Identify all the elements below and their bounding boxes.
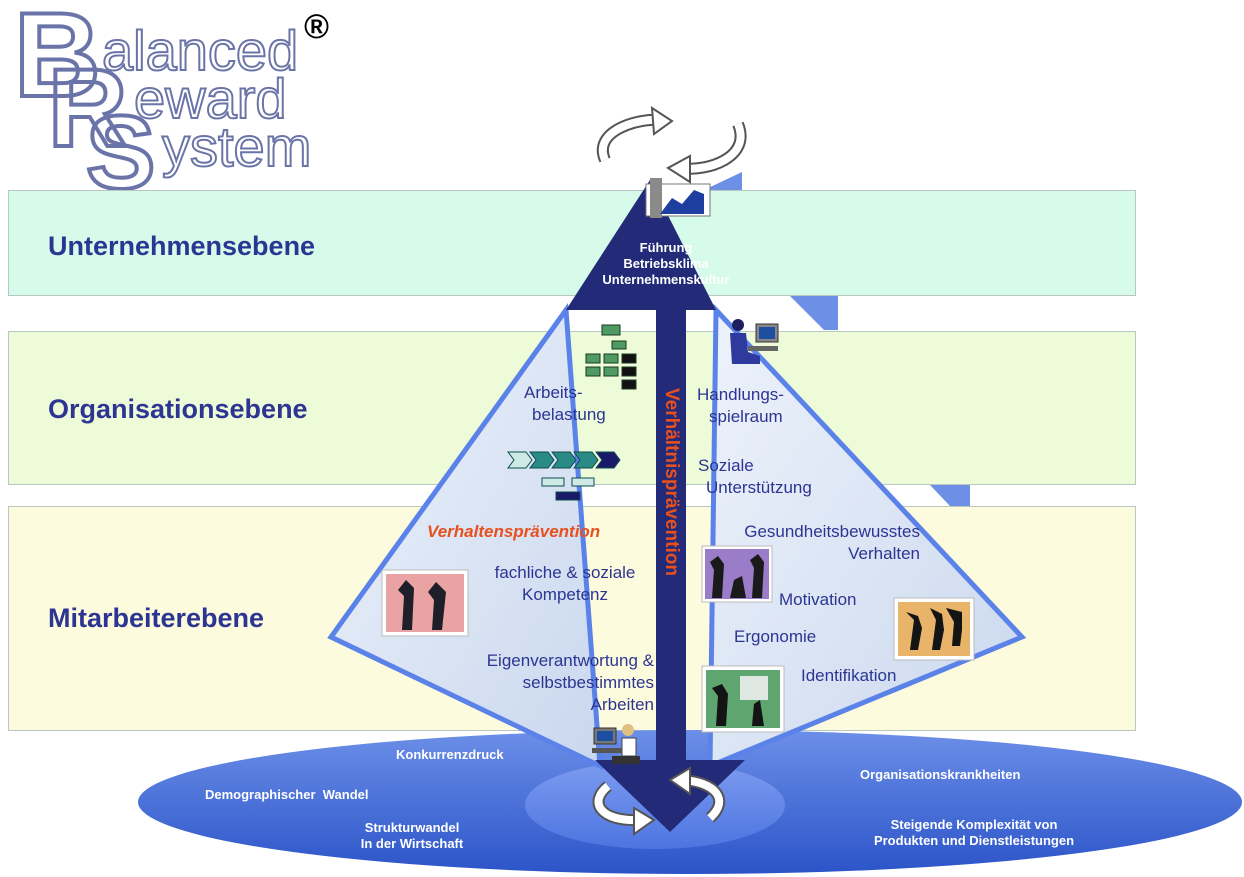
latitude-line-2: spielraum bbox=[709, 407, 783, 426]
pyramid-left-face bbox=[327, 302, 603, 771]
registered-mark: ® bbox=[304, 8, 329, 46]
competence-label: fachliche & soziale Kompetenz bbox=[452, 562, 678, 606]
responsibility-line-2: selbstbestimmtes bbox=[522, 673, 654, 692]
desk-worker-icon bbox=[592, 724, 640, 764]
apex-line-climate: Betriebsklima bbox=[623, 256, 709, 271]
organisational-diseases-label: Organisationskrankheiten bbox=[860, 767, 1021, 782]
central-arrow-shaft bbox=[656, 310, 686, 760]
band-shadow bbox=[704, 172, 742, 190]
org-chart-icon bbox=[585, 324, 637, 390]
band-shadow bbox=[930, 485, 970, 506]
behaviour-prevention-label: Verhaltensprävention bbox=[427, 522, 601, 541]
support-line-1: Soziale bbox=[698, 456, 754, 475]
health-line-1: Gesundheitsbewusstes bbox=[744, 522, 920, 541]
cycle-arrows-icon bbox=[596, 106, 747, 184]
level-employee-label: Mitarbeiterebene bbox=[48, 603, 265, 633]
workload-label: Arbeits- belastung bbox=[524, 382, 606, 426]
apex-line-leadership: Führung bbox=[639, 240, 693, 255]
vertical-prevention-label: Verhältnisprävention bbox=[661, 388, 682, 576]
brs-logo: B R S alanced eward ystem ® bbox=[12, 0, 354, 213]
presentation-photo-icon bbox=[701, 665, 785, 733]
health-line-2: Verhalten bbox=[848, 544, 920, 563]
social-support-label: Soziale Unterstützung bbox=[698, 455, 812, 499]
health-behaviour-label: Gesundheitsbewusstes Verhalten bbox=[706, 521, 920, 565]
self-responsibility-label: Eigenverantwortung & selbstbestimmtes Ar… bbox=[440, 650, 654, 716]
competence-line-1: fachliche & soziale bbox=[494, 563, 636, 582]
structural-line-2: In der Wirtschaft bbox=[360, 836, 464, 851]
responsibility-line-3: Arbeiten bbox=[590, 695, 654, 714]
jumping-people-icon bbox=[893, 597, 975, 661]
silhouette-photo-icon bbox=[701, 545, 773, 603]
level-organisation-label: Organisationsebene bbox=[48, 394, 308, 424]
cycle-arrows-icon bbox=[592, 766, 726, 836]
apex-line-culture: Unternehmenskultur bbox=[602, 272, 730, 287]
level-company-label: Unternehmensebene bbox=[48, 231, 316, 261]
logo-letter-r: R bbox=[48, 47, 127, 170]
competition-pressure-label: Konkurrenzdruck bbox=[396, 747, 504, 762]
apex-text: Führung Betriebsklima Unternehmenskultur bbox=[586, 240, 746, 288]
complexity-label: Steigende Komplexität von Produkten und … bbox=[836, 817, 1112, 849]
latitude-label: Handlungs- spielraum bbox=[697, 384, 784, 428]
responsibility-line-1: Eigenverantwortung & bbox=[486, 651, 654, 670]
structural-change-label: Strukturwandel In der Wirtschaft bbox=[340, 820, 484, 852]
computer-user-icon bbox=[730, 319, 779, 364]
workload-line-1: Arbeits- bbox=[524, 383, 583, 402]
central-arrow-head bbox=[595, 760, 745, 832]
structural-line-1: Strukturwandel bbox=[364, 820, 460, 835]
logo-letter-b: B bbox=[14, 0, 101, 122]
workload-line-2: belastung bbox=[532, 405, 606, 424]
identification-label: Identifikation bbox=[801, 666, 897, 685]
complexity-line-2: Produkten und Dienstleistungen bbox=[873, 833, 1075, 848]
logo-word-system: ystem bbox=[162, 115, 311, 178]
band-company bbox=[8, 190, 1136, 296]
band-shadow bbox=[790, 296, 838, 330]
support-line-2: Unterstützung bbox=[706, 478, 812, 497]
logo-word-reward: eward bbox=[134, 67, 287, 130]
chart-icon bbox=[645, 178, 711, 218]
demographic-change-label: Demographischer Wandel bbox=[205, 787, 369, 802]
latitude-line-1: Handlungs- bbox=[697, 385, 784, 404]
competence-line-2: Kompetenz bbox=[522, 585, 608, 604]
process-arrows-icon bbox=[507, 451, 621, 501]
pyramid-apex bbox=[566, 180, 716, 310]
silhouette-photo-icon bbox=[381, 569, 469, 637]
complexity-line-1: Steigende Komplexität von bbox=[890, 817, 1058, 832]
ergonomics-label: Ergonomie bbox=[734, 627, 817, 646]
motivation-label: Motivation bbox=[779, 590, 857, 609]
logo-word-balanced: alanced bbox=[102, 19, 298, 82]
